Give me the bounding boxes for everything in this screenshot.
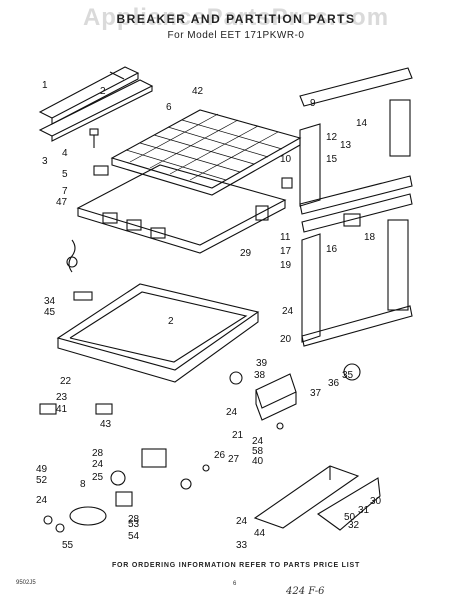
callout-22: 22 bbox=[60, 376, 72, 387]
callout-41: 41 bbox=[56, 404, 68, 415]
callout-31: 31 bbox=[358, 505, 370, 516]
switch-assembly-25 bbox=[110, 448, 167, 486]
callout-12: 12 bbox=[326, 132, 338, 143]
callout-29: 29 bbox=[240, 248, 252, 259]
callout-35: 35 bbox=[342, 370, 354, 381]
callout-5: 5 bbox=[62, 169, 68, 180]
callout-24e: 24 bbox=[36, 495, 48, 506]
ordering-info-footer: FOR ORDERING INFORMATION REFER TO PARTS … bbox=[111, 562, 361, 569]
callout-42: 42 bbox=[192, 86, 204, 97]
callout-16: 16 bbox=[326, 244, 338, 255]
callout-45: 45 bbox=[44, 307, 56, 318]
callout-53: 53 bbox=[128, 519, 140, 530]
callout-43: 43 bbox=[100, 419, 112, 430]
callout-52: 52 bbox=[36, 475, 48, 486]
part-drawings bbox=[38, 66, 413, 533]
diagram-title: BREAKER AND PARTITION PARTS bbox=[116, 12, 356, 26]
callout-20: 20 bbox=[280, 334, 292, 345]
callout-18: 18 bbox=[364, 232, 376, 243]
screw-4 bbox=[89, 128, 99, 148]
callout-15: 15 bbox=[326, 154, 338, 165]
callout-28a: 28 bbox=[92, 448, 104, 459]
callout-19: 19 bbox=[280, 260, 292, 271]
callout-30: 30 bbox=[370, 496, 382, 507]
callout-11: 11 bbox=[280, 232, 291, 243]
callout-34: 34 bbox=[44, 296, 56, 307]
callout-23: 23 bbox=[56, 392, 68, 403]
handwritten-note: 424 F-6 bbox=[286, 586, 325, 597]
callout-47: 47 bbox=[56, 197, 68, 208]
partition-frame-upper bbox=[299, 67, 413, 233]
callout-labels: 1 2 3 4 5 6 7 47 42 9 12 13 14 10 15 11 … bbox=[36, 80, 382, 551]
callout-38: 38 bbox=[254, 370, 266, 381]
callout-2b: 2 bbox=[168, 316, 174, 327]
page-number: 6 bbox=[233, 581, 237, 587]
callout-58: 58 bbox=[252, 446, 264, 457]
callout-49: 49 bbox=[36, 464, 48, 475]
callout-8: 8 bbox=[80, 479, 86, 490]
callout-44: 44 bbox=[254, 528, 266, 539]
callout-24c: 24 bbox=[252, 436, 264, 447]
callout-3: 3 bbox=[42, 156, 48, 167]
callout-24f: 24 bbox=[236, 516, 248, 527]
screw-27 bbox=[202, 464, 210, 472]
callout-14: 14 bbox=[356, 118, 368, 129]
callout-24b: 24 bbox=[226, 407, 238, 418]
callout-4: 4 bbox=[62, 148, 68, 159]
callout-24d: 24 bbox=[92, 459, 104, 470]
watermark: AppliancePartsPros.com bbox=[82, 4, 390, 31]
breaker-strip-top bbox=[38, 66, 154, 142]
bracket-41 bbox=[39, 403, 113, 415]
breaker-tray-22 bbox=[56, 283, 260, 383]
callout-25: 25 bbox=[92, 472, 104, 483]
callout-28b: 28 bbox=[128, 514, 140, 525]
callout-33: 33 bbox=[236, 540, 248, 551]
grille-6 bbox=[110, 109, 302, 196]
callout-21: 21 bbox=[232, 430, 244, 441]
bottom-trim-30 bbox=[253, 465, 381, 531]
wire-clip bbox=[68, 239, 76, 273]
bulb-26 bbox=[180, 478, 192, 490]
callout-40: 40 bbox=[252, 456, 264, 467]
control-housing-37 bbox=[229, 363, 361, 421]
screw-58 bbox=[276, 422, 284, 430]
spring-47 bbox=[66, 256, 78, 268]
model-subtitle: For Model EET 171PKWR-0 bbox=[167, 30, 305, 41]
partition-frame-lower bbox=[255, 177, 413, 347]
lamp-socket-8 bbox=[115, 491, 133, 507]
callout-36: 36 bbox=[328, 378, 340, 389]
corner-code: 9502J5 bbox=[16, 580, 36, 586]
callout-1: 1 bbox=[42, 80, 48, 91]
callout-54: 54 bbox=[128, 531, 140, 542]
bracket-52 bbox=[43, 506, 107, 533]
bracket-45 bbox=[73, 291, 93, 301]
callout-26: 26 bbox=[214, 450, 226, 461]
callout-24a: 24 bbox=[282, 306, 294, 317]
callout-17: 17 bbox=[280, 246, 292, 257]
callout-9: 9 bbox=[310, 98, 316, 109]
callout-2: 2 bbox=[100, 86, 106, 97]
clip-5 bbox=[93, 165, 109, 176]
callout-6: 6 bbox=[166, 102, 172, 113]
callout-13: 13 bbox=[340, 140, 352, 151]
callout-39: 39 bbox=[256, 358, 268, 369]
callout-50: 50 bbox=[344, 512, 356, 523]
callout-7: 7 bbox=[62, 186, 68, 197]
callout-32: 32 bbox=[348, 520, 360, 531]
callout-37: 37 bbox=[310, 388, 322, 399]
callout-10: 10 bbox=[280, 154, 292, 165]
callout-55: 55 bbox=[62, 540, 74, 551]
breaker-frame-7 bbox=[76, 164, 287, 254]
callout-27: 27 bbox=[228, 454, 240, 465]
